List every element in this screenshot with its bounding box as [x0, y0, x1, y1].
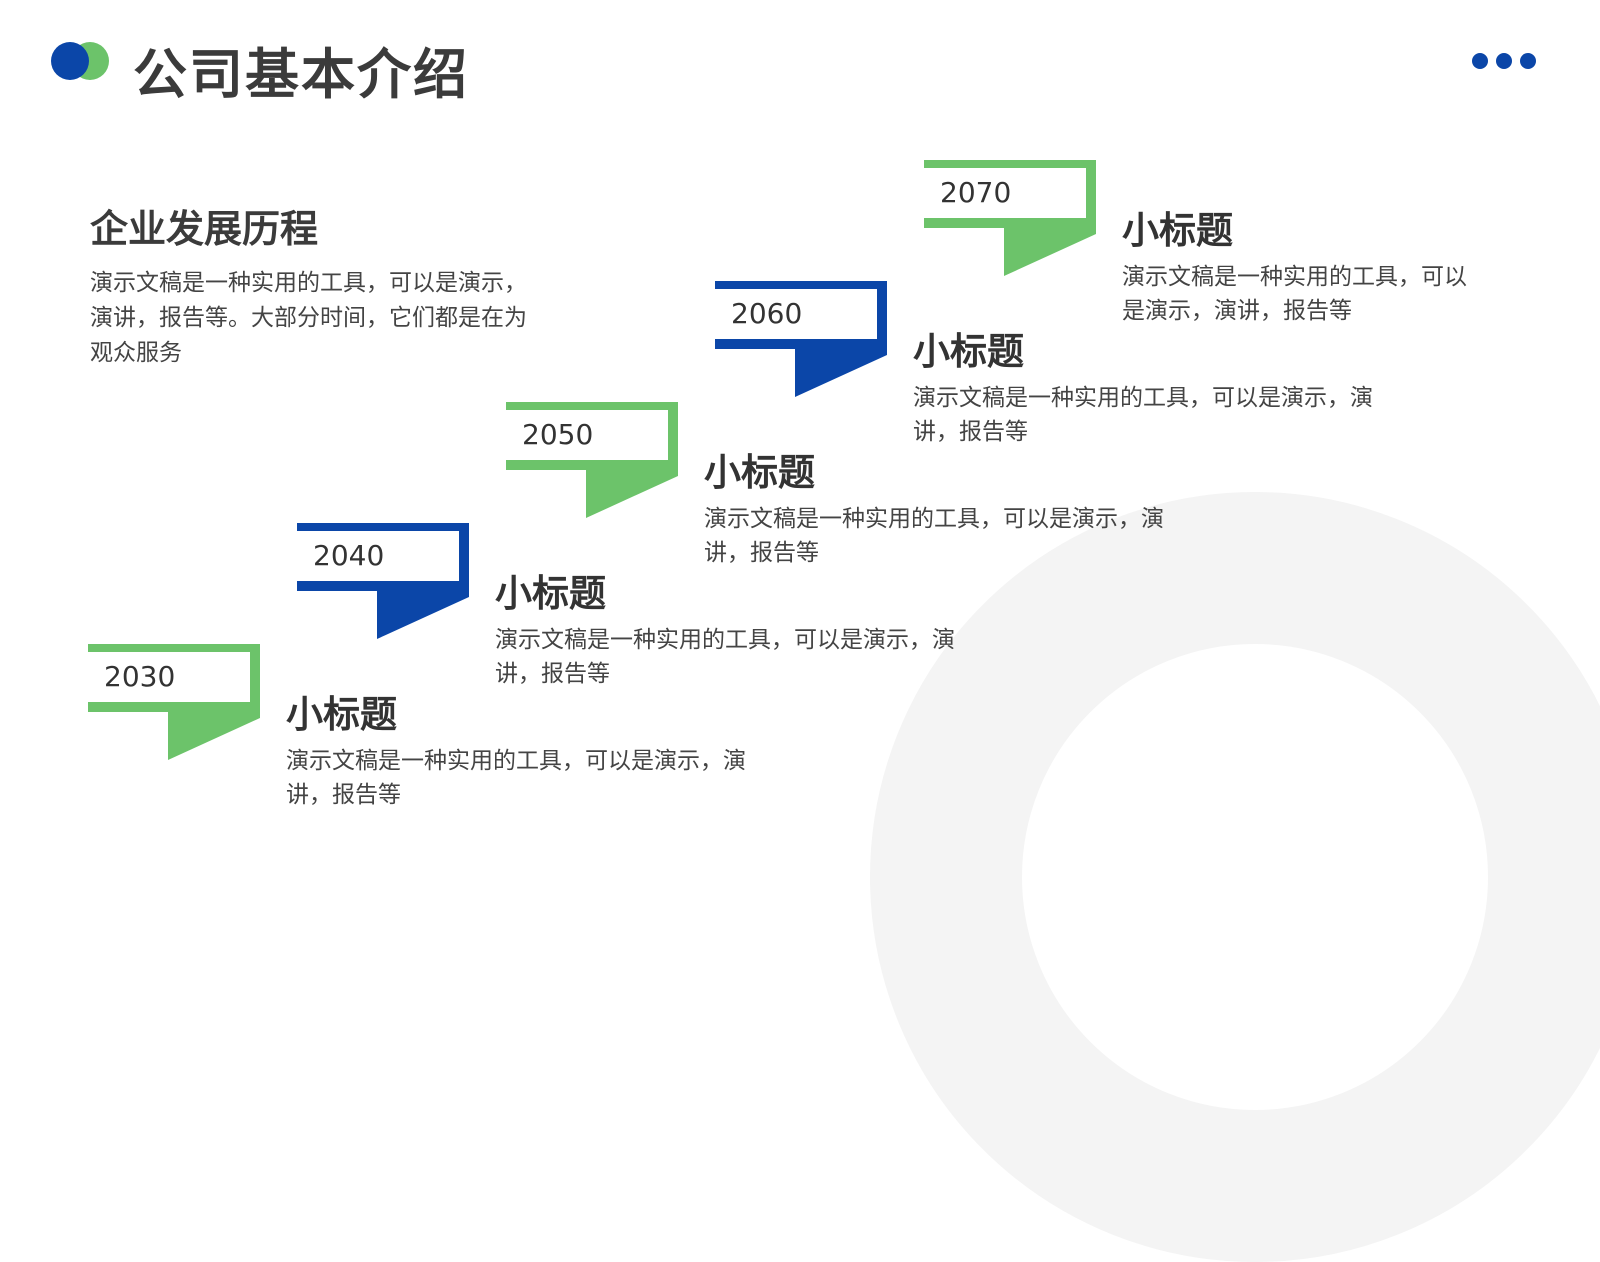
dot-1 [1472, 53, 1488, 69]
green-flag-icon [506, 402, 678, 518]
logo-icon [51, 42, 111, 82]
dot-2 [1496, 53, 1512, 69]
green-flag-icon [924, 160, 1096, 276]
timeline-year: 2070 [940, 176, 1012, 209]
timeline-text: 演示文稿是一种实用的工具，可以是演示，演讲，报告等 [286, 748, 746, 808]
timeline-text: 演示文稿是一种实用的工具，可以是演示，演讲，报告等 [1122, 264, 1467, 324]
logo-blue-circle [51, 42, 89, 80]
timeline-year: 2040 [313, 539, 385, 572]
timeline-title: 小标题 [495, 572, 606, 615]
intro-text: 演示文稿是一种实用的工具，可以是演示，演讲，报告等。大部分时间，它们都是在为观众… [90, 270, 527, 366]
more-dots-icon [1472, 53, 1536, 69]
timeline-text: 演示文稿是一种实用的工具，可以是演示，演讲，报告等 [913, 385, 1373, 445]
timeline-year: 2060 [731, 297, 803, 330]
timeline-text: 演示文稿是一种实用的工具，可以是演示，演讲，报告等 [495, 627, 955, 687]
timeline-text: 演示文稿是一种实用的工具，可以是演示，演讲，报告等 [704, 506, 1164, 566]
background-ring-decoration [870, 492, 1600, 1262]
timeline-title: 小标题 [286, 693, 397, 736]
timeline-title: 小标题 [704, 451, 815, 494]
timeline-title: 小标题 [913, 330, 1024, 373]
page-title: 公司基本介绍 [133, 43, 469, 106]
dot-3 [1520, 53, 1536, 69]
green-flag-icon [88, 644, 260, 760]
intro-heading: 企业发展历程 [90, 207, 319, 251]
blue-flag-icon [297, 523, 469, 639]
timeline-year: 2030 [104, 660, 176, 693]
timeline-title: 小标题 [1122, 209, 1233, 252]
blue-flag-icon [715, 281, 887, 397]
timeline-year: 2050 [522, 418, 594, 451]
